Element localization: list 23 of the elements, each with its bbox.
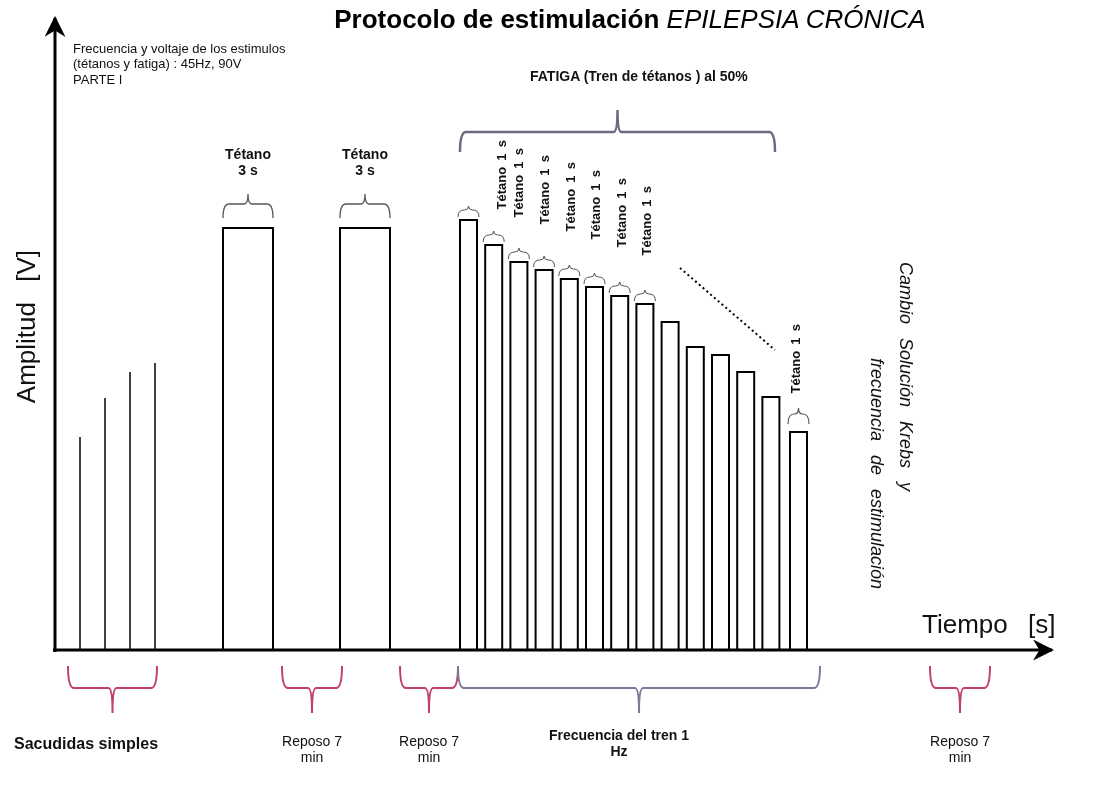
phase-label: Sacudidas simples xyxy=(14,735,159,754)
tetanus-label: Tétano 1 s xyxy=(538,155,553,225)
y-axis-label: Amplitud [V] xyxy=(12,250,42,404)
side-note: frecuencia de estimulación xyxy=(866,358,887,590)
tetanus-label: Tétano 3 s xyxy=(341,146,389,179)
title: Protocolo de estimulación EPILEPSIA CRÓNICA xyxy=(333,4,927,35)
rest-label: Reposo 7 min xyxy=(282,733,342,766)
tetanus-label: Tétano 1 s xyxy=(789,324,804,394)
tetanus-label: Tétano 1 s xyxy=(589,170,604,240)
fatigue-label: FATIGA (Tren de tétanos ) al 50% xyxy=(530,68,748,85)
rest-label: Reposo 7 min xyxy=(930,733,990,766)
tetanus-label: Tétano 1 s xyxy=(640,186,655,256)
tetanus-label: Tétano 1 s xyxy=(512,148,527,218)
x-axis-label: Tiempo [s] xyxy=(922,610,1056,640)
tetanus-label: Tétano 1 s xyxy=(495,140,510,210)
stimulus-note: Frecuencia y voltaje de los estimulos (tétanos y fatiga) : 45Hz, 90V xyxy=(73,42,287,72)
tetanus-label: Tétano 1 s xyxy=(615,178,630,248)
side-note: Cambio Solución Krebs y xyxy=(895,262,916,492)
rest-label: Reposo 7 min xyxy=(399,733,459,766)
train-frequency-label: Frecuencia del tren 1 Hz xyxy=(547,727,691,760)
part-label: PARTE I xyxy=(73,73,123,88)
tetanus-label: Tétano 3 s xyxy=(224,146,272,179)
tetanus-label: Tétano 1 s xyxy=(564,162,579,232)
